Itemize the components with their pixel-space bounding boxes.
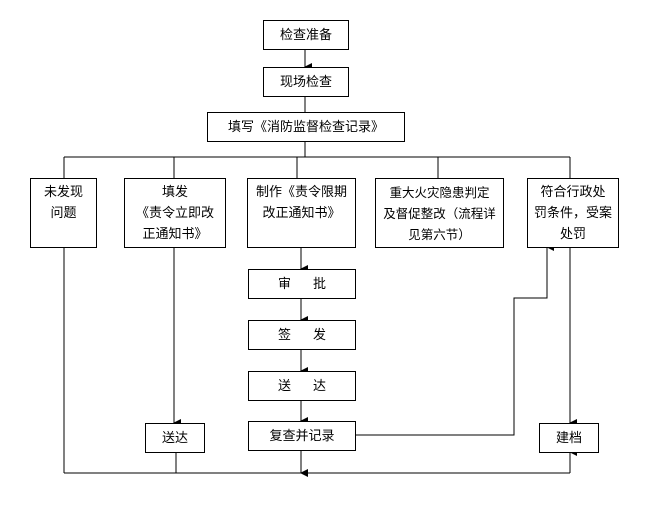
node-onsite: 现场检查 bbox=[263, 67, 349, 97]
node-approve: 审批 bbox=[248, 269, 356, 299]
node-no-issue: 未发现 问题 bbox=[30, 178, 97, 248]
node-record: 填写《消防监督检查记录》 bbox=[207, 112, 405, 142]
node-deliver-mid: 送达 bbox=[248, 371, 356, 401]
node-issue-deadline: 制作《责令限期 改正通知书》 bbox=[247, 178, 356, 248]
node-issue-immediate: 填发 《责令立即改 正通知书》 bbox=[124, 178, 226, 248]
node-deliver-left: 送达 bbox=[145, 423, 205, 453]
node-review: 复查并记录 bbox=[248, 421, 356, 451]
node-penalty: 符合行政处 罚条件，受案 处罚 bbox=[527, 178, 619, 248]
node-prepare: 检查准备 bbox=[263, 20, 349, 50]
node-major-hazard: 重大火灾隐患判定 及督促整改（流程详 见第六节） bbox=[375, 178, 504, 248]
node-sign: 签发 bbox=[248, 320, 356, 350]
arrow-review-penalty bbox=[355, 243, 554, 436]
node-archive: 建档 bbox=[539, 423, 599, 453]
